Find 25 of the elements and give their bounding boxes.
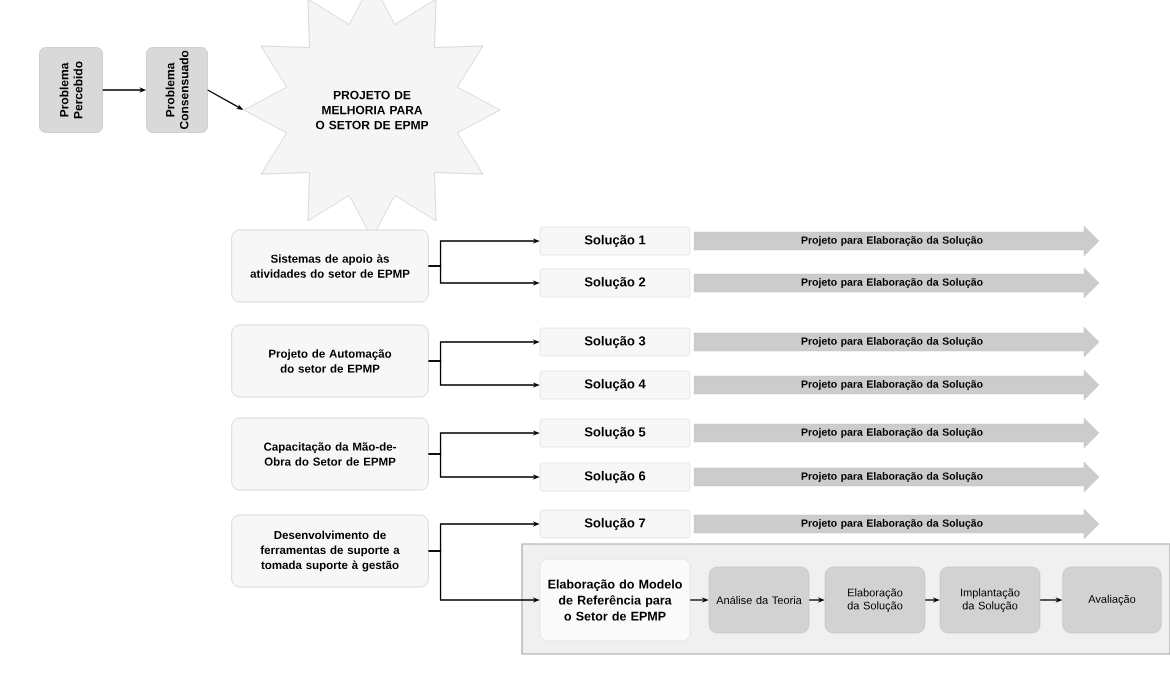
process-box: Capacitação da Mão-de-Obra do Setor de EPMP — [231, 417, 429, 491]
process-box: Desenvolvimento de ferramentas de suporte a tomada suporte à gestão — [231, 514, 429, 588]
solution-box: Solução 5 — [539, 418, 691, 448]
arrow-band: Projeto para Elaboração da Solução — [693, 369, 1100, 401]
arrow-band: Projeto para Elaboração da Solução — [693, 225, 1100, 257]
solution-box: Solução 6 — [539, 462, 691, 492]
process-box: Problema Percebido — [39, 47, 103, 133]
process-box: Projeto de Automação do setor de EPMP — [231, 324, 429, 398]
arrow-band: Projeto para Elaboração da Solução — [693, 326, 1100, 358]
arrow-band: Projeto para Elaboração da Solução — [693, 461, 1100, 493]
process-box: Sistemas de apoio às atividades do setor de EPMP — [231, 229, 429, 303]
process-box: Problema Consensuado — [146, 47, 208, 133]
step-box: Elaboração da Solução — [824, 566, 926, 634]
step-box: Implantação da Solução — [939, 566, 1041, 634]
solution-box: Solução 2 — [539, 268, 691, 298]
arrow-band: Projeto para Elaboração da Solução — [693, 267, 1100, 299]
arrow-band: Projeto para Elaboração da Solução — [693, 508, 1100, 540]
process-box: Elaboração do Modelo de Referência para o Setor de EPMP — [539, 558, 691, 642]
solution-box: Solução 7 — [539, 509, 691, 539]
arrow-band: Projeto para Elaboração da Solução — [693, 417, 1100, 449]
solution-box: Solução 4 — [539, 370, 691, 400]
step-box: Análise da Teoria — [708, 566, 810, 634]
step-box: Avaliação — [1062, 566, 1162, 634]
solution-box: Solução 1 — [539, 226, 691, 256]
solution-box: Solução 3 — [539, 327, 691, 357]
